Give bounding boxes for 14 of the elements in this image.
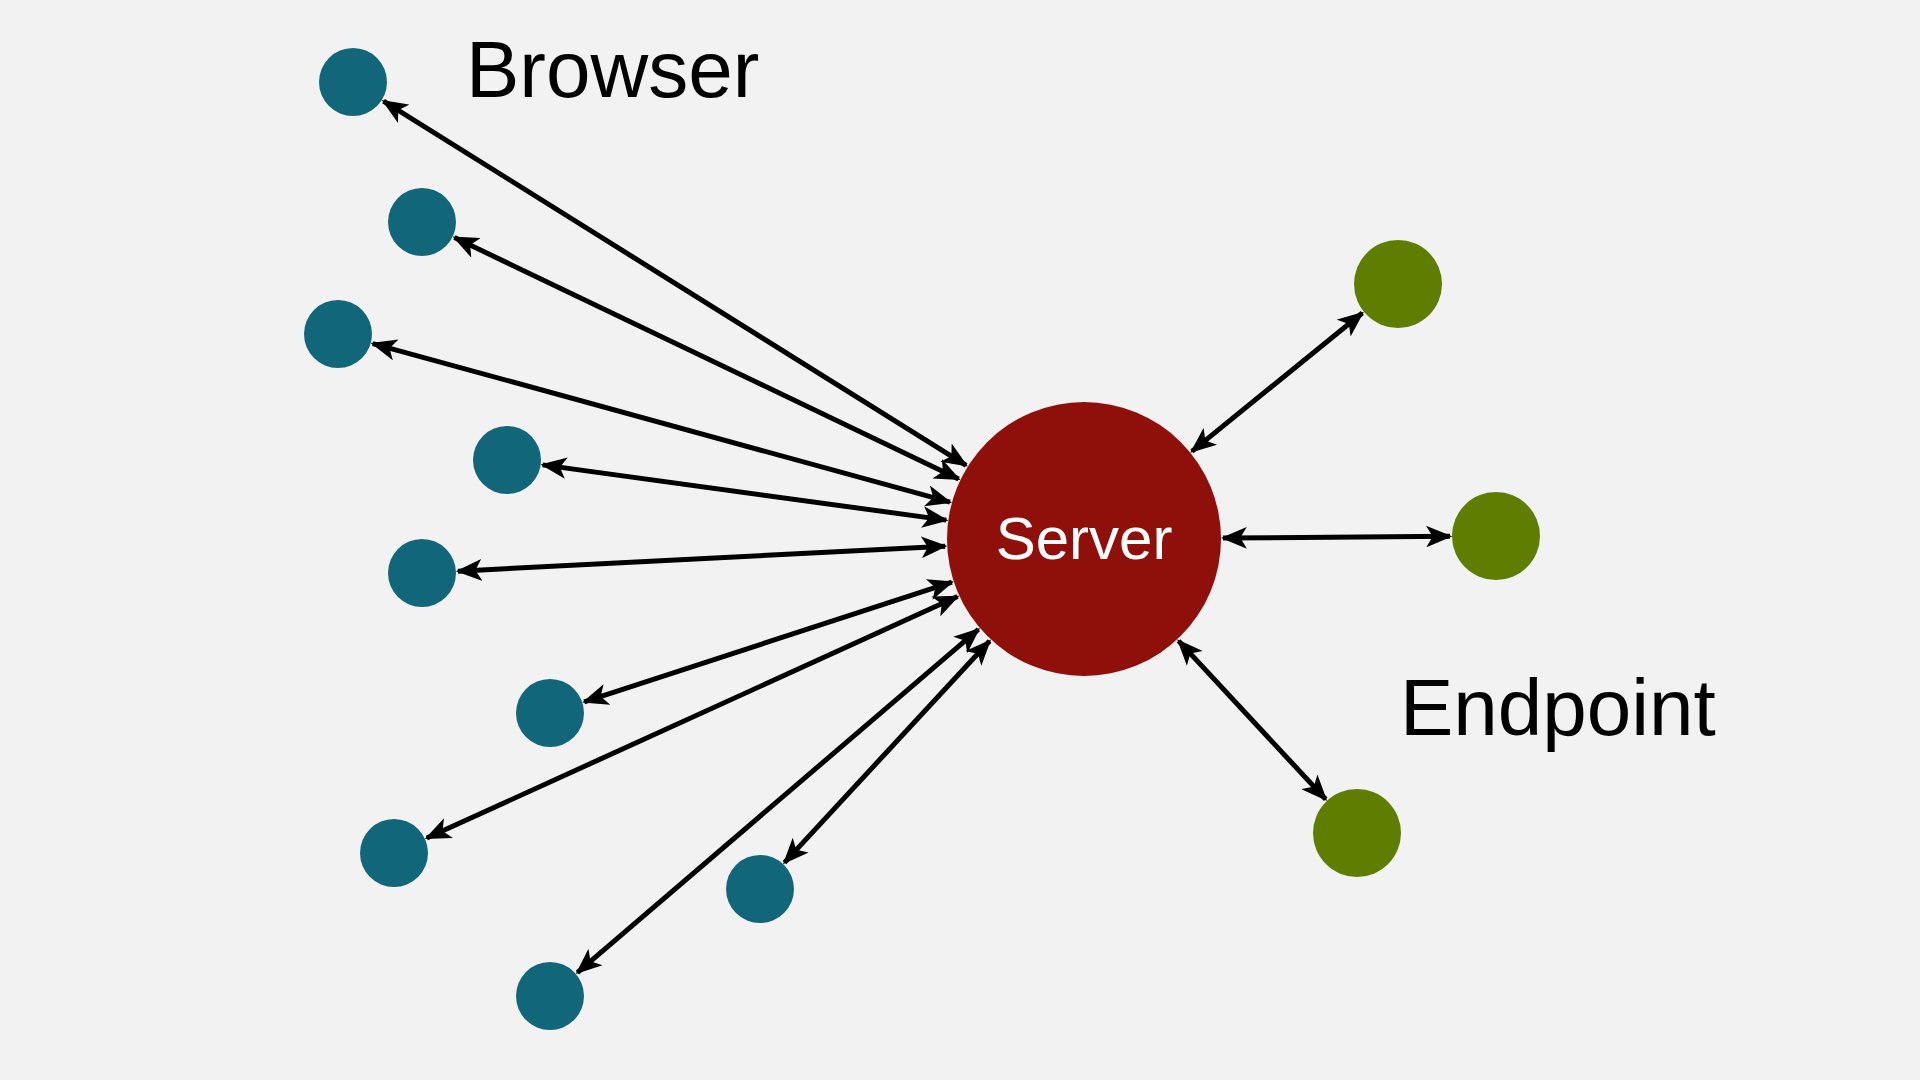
double-arrow [782,639,992,865]
double-arrow [1190,311,1364,454]
double-arrow [424,594,960,841]
double-arrow [1220,525,1453,549]
double-arrow [370,339,953,507]
double-arrow [582,579,954,705]
double-arrow [452,235,961,482]
double-arrow [575,627,981,975]
double-arrow [455,536,948,581]
double-arrow [1176,639,1328,801]
group-label: Browser [466,30,760,110]
double-arrow [381,98,968,468]
double-arrow [540,457,949,528]
node-label: Server [995,509,1173,569]
